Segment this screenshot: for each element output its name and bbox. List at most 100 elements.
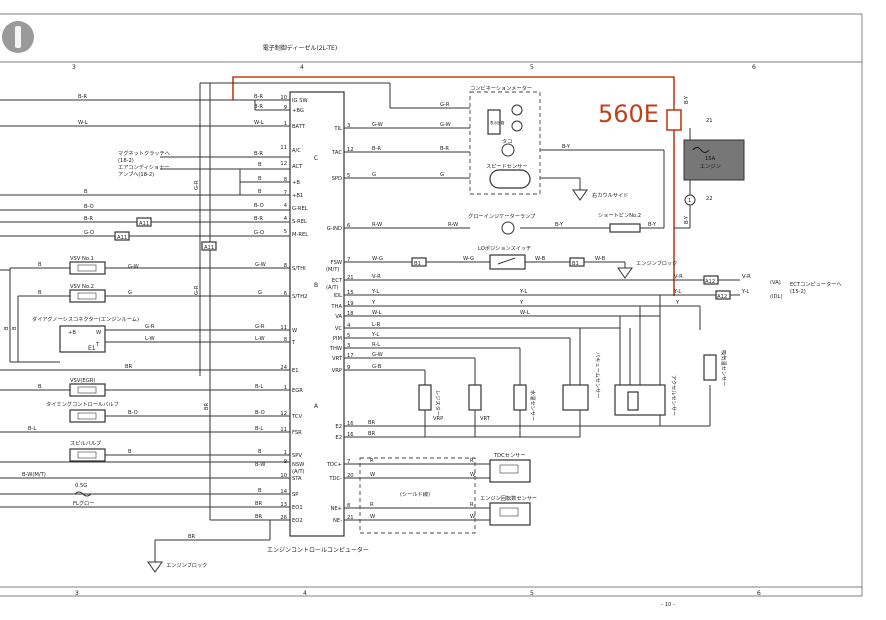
rwire-gw-2: G-W <box>440 122 451 128</box>
rwire-yl-3: Y-L <box>673 289 681 295</box>
wire-b-label-6: B <box>258 449 262 455</box>
page-number: - 10 - <box>661 602 675 608</box>
wire-label-b-l: B-L <box>28 426 36 432</box>
ecu-left-pin-name: IG SW <box>292 98 308 104</box>
svg-text:A11: A11 <box>117 235 127 241</box>
rwire-rw-2: R-W <box>448 222 458 228</box>
diag-connector: +B W T E1 <box>59 325 106 353</box>
pin-22-label: 22 <box>706 196 713 202</box>
rwire-yl-2: Y-L <box>519 289 527 295</box>
ecu-left-pin-name: S/THI <box>292 266 306 272</box>
svg-text:VSV No.1: VSV No.1 <box>70 256 94 262</box>
ecu-left-pin-name: SPV <box>292 453 302 459</box>
ecu-left-pin-name: E1 <box>292 368 299 374</box>
wire-label-b-5: B <box>128 449 132 455</box>
rwire-by-vertical-2: B-Y <box>684 215 690 224</box>
svg-text:LOポジションスイッチ: LOポジションスイッチ <box>478 244 531 252</box>
svg-text:水温センサー: 水温センサー <box>529 390 537 421</box>
ecu-right-pins: 3TIL12TAC5SPD6G-IND7FSW21ECT15IDL19THA18… <box>326 123 354 524</box>
ecu-right-pin-name: VA <box>335 314 342 320</box>
wire-gr-vertical-2: G-R <box>194 285 200 295</box>
rwire-wg-2: W-G <box>463 256 474 262</box>
ecu-right-pin-name: NE+ <box>330 506 342 512</box>
wire-label-b-r-2: B-R <box>84 216 93 222</box>
ground-engine-block-right: エンジンブロック <box>617 259 677 279</box>
svg-text:エンジンブロック: エンジンブロック <box>636 259 677 267</box>
svg-text:アクセルセンサー: アクセルセンサー <box>670 375 677 416</box>
rwire-yl-1: Y-L <box>371 289 379 295</box>
wire-label-w-l: W-L <box>78 120 88 126</box>
svg-text:A12: A12 <box>717 294 727 300</box>
svg-text:エンジン回転数センサー: エンジン回転数センサー <box>480 494 537 502</box>
ecu-right-pin-number: 5 <box>347 173 350 179</box>
svg-text:バキュームセンサー: バキュームセンサー <box>594 352 601 399</box>
ecu-right-pin-name: VRT <box>332 356 343 362</box>
rwire-yl-5: Y-L <box>371 332 379 338</box>
ecu-connector-a: A <box>314 403 319 410</box>
ecu-left-pin-number: 4 <box>284 216 288 222</box>
ecu-right-pin-number: 8 <box>347 503 350 509</box>
rwire-g-1: G <box>372 172 376 178</box>
svg-text:15A: 15A <box>705 156 716 162</box>
rwire-g-2: G <box>440 172 444 178</box>
svg-text:+B: +B <box>68 330 76 336</box>
rwire-w-3: W <box>470 472 475 478</box>
highlighted-circuit <box>232 76 675 110</box>
ecu-left-pin-name: M-REL <box>292 232 308 238</box>
wire-label-b-3: B <box>38 290 42 296</box>
shield-box <box>359 457 476 534</box>
tdc-sensor: TDCセンサー <box>489 452 531 483</box>
wire-b-vertical: B <box>4 326 10 330</box>
wire-label-b-4: B <box>38 384 42 390</box>
rwire-br-2: B-R <box>440 146 449 152</box>
rwire-r-3: R <box>470 458 474 464</box>
ecu-left-pin-number: 12 <box>280 411 287 417</box>
ecu-right-pin-number: 12 <box>347 147 354 153</box>
wire-lw-label-1: L-W <box>255 336 265 342</box>
ecu-left-pin-name: EO1 <box>292 505 303 511</box>
annotation-560e: 560E <box>598 100 659 128</box>
pin-21-label: 21 <box>706 118 713 124</box>
ecu-right-pin-name: THW <box>329 346 342 352</box>
ecu-right-pin-name: FSW <box>331 260 342 266</box>
resistor-vrp: レジスター VRP <box>418 384 443 422</box>
ecu-left-pin-number: 24 <box>280 365 287 371</box>
ecu-right-pin-name: SPD <box>332 176 342 182</box>
wire-label-b-o: B-O <box>84 204 94 210</box>
diag-connector-label: ダイアグノーシスコネクター(エンジンルーム) <box>32 315 139 323</box>
ecu-left-pin-number: 1 <box>284 385 287 391</box>
ecu-right-pin-number: 21 <box>347 515 354 521</box>
rwire-y-1: Y <box>371 300 376 306</box>
wire-bo-label-3: B-O <box>255 410 265 416</box>
timing-control-valve: タイミングコントロールバルブ <box>46 400 119 423</box>
rwire-wb-2: W-B <box>595 256 606 262</box>
ecu-left-pin-name: W <box>292 328 297 334</box>
grid-top-3: 3 <box>72 64 76 71</box>
svg-text:FLグロー: FLグロー <box>73 499 94 507</box>
ect-idl-label: (IDL) <box>770 294 782 300</box>
ground-engine-block-left: エンジンブロック <box>147 561 207 573</box>
ecu-right-pin-name: PIM <box>333 336 342 342</box>
note-aircon-amp: エアコンディショナー <box>118 163 170 171</box>
wire-bw-label-2: B-W <box>255 462 265 468</box>
wire-br-label-4: B-R <box>254 216 263 222</box>
ecu-left-pin-name: +BG <box>292 108 304 114</box>
ecu-right-pin-number: 5 <box>347 333 350 339</box>
ecu-name: エンジンコントロールコンピューター <box>267 546 369 554</box>
wire-bl-label-2: B-L <box>255 426 263 432</box>
rwire-vr-3: V-R <box>742 274 751 280</box>
wire-br-label-6: BR <box>255 514 263 520</box>
wire-label-b-w-mt: B-W(M/T) <box>22 472 46 478</box>
svg-text:VRP: VRP <box>433 416 443 422</box>
spill-valve: スピルバルブ <box>69 439 106 462</box>
svg-text:右カウルサイド: 右カウルサイド <box>592 191 628 199</box>
ecu-connector-c: C <box>314 155 318 162</box>
rwire-w-1: W <box>370 472 375 478</box>
wire-gw-label-2: G-W <box>128 264 139 270</box>
ecu-right-pin-name: ECT <box>332 278 343 284</box>
svg-text:レジスター: レジスター <box>434 390 442 416</box>
ecu-left-pin-number: 26 <box>280 515 287 521</box>
ecu-left-pin-name: S/TH2 <box>292 294 307 300</box>
rwire-lr-1: L-R <box>372 322 381 328</box>
svg-text:VRT: VRT <box>480 416 491 422</box>
